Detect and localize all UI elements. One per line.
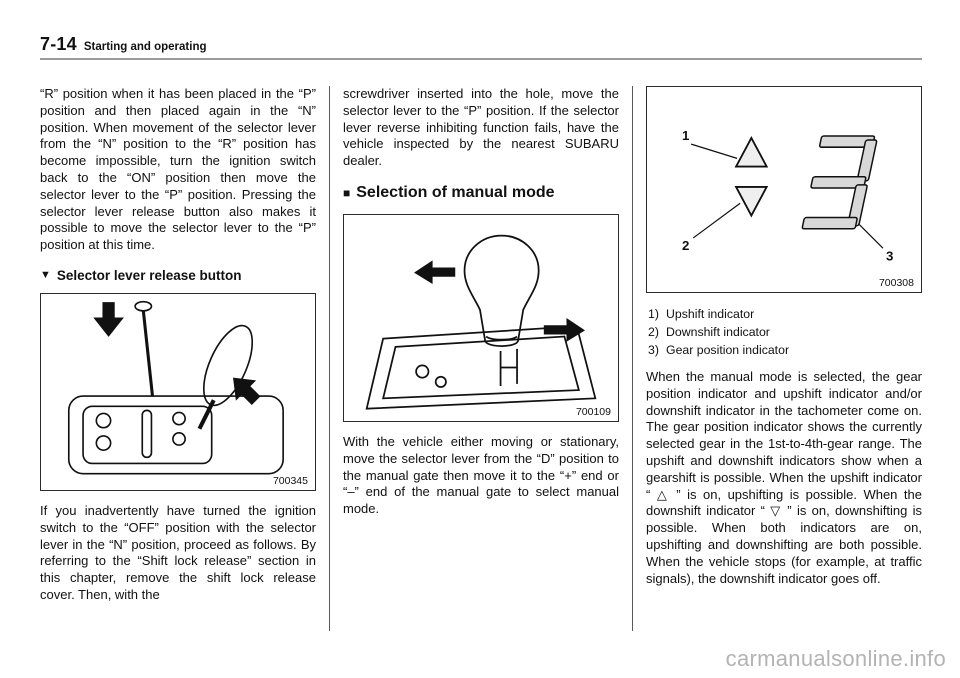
- legend-label: Upshift indicator: [666, 307, 755, 321]
- callout-2: 2: [682, 238, 689, 253]
- manual-mode-illustration: [365, 234, 597, 410]
- figure-selector-lever-release: 700345: [40, 292, 316, 491]
- paragraph-manual-mode-indicators: When the manual mode is selected, the ge…: [646, 369, 922, 586]
- subheading-label: Selector lever release button: [56, 267, 242, 283]
- legend-number: 1): [648, 307, 659, 321]
- downshift-triangle-icon: [734, 186, 769, 218]
- subheading-selection-manual-mode: ■ Selection of manual mode: [343, 184, 619, 202]
- paragraph-screwdriver: screwdriver inserted into the hole, move…: [343, 86, 619, 169]
- press-down-arrow-icon: [93, 302, 124, 337]
- paragraph-r-position: “R” position when it has been placed in …: [40, 86, 316, 253]
- callout-1: 1: [682, 128, 689, 143]
- square-marker-icon: ■: [343, 185, 351, 200]
- legend-item-gear-position: 3) Gear position indicator: [648, 341, 922, 359]
- column-2: screwdriver inserted into the hole, move…: [329, 86, 632, 631]
- figure-number: 700345: [268, 474, 308, 487]
- column-1: “R” position when it has been placed in …: [40, 86, 329, 631]
- shifter-console-drawing: [67, 300, 284, 475]
- figure-number: 700109: [571, 405, 611, 418]
- figure-legend: 1) Upshift indicator 2) Downshift indica…: [648, 305, 922, 359]
- triangle-marker-icon: ▼: [40, 268, 51, 281]
- shift-left-arrow-icon: [414, 260, 456, 284]
- selector-lever-release-illustration: [67, 300, 284, 475]
- figure-manual-mode: 700109: [343, 213, 619, 422]
- paragraph-shift-lock: If you inadvertently have turned the ign…: [40, 502, 316, 602]
- legend-item-downshift: 2) Downshift indicator: [648, 323, 922, 341]
- subheading-selector-lever-release: ▼ Selector lever release button: [40, 268, 316, 283]
- upshift-triangle-icon: [734, 136, 769, 168]
- indicator-display-illustration: 1 2 3: [682, 128, 893, 263]
- figure-indicators: 1 2 3 700308: [646, 86, 922, 293]
- watermark: carmanualsonline.info: [725, 646, 946, 671]
- figure-number: 700308: [874, 277, 914, 289]
- page-header: 7-14 Starting and operating: [40, 34, 922, 55]
- legend-number: 2): [648, 325, 659, 339]
- content-columns: “R” position when it has been placed in …: [40, 86, 922, 631]
- legend-number: 3): [648, 343, 659, 357]
- legend-label: Gear position indicator: [666, 343, 790, 357]
- gear-position-digit: [801, 135, 878, 230]
- header-rule: [40, 58, 922, 60]
- shift-knob-drawing: [365, 234, 597, 410]
- legend-item-upshift: 1) Upshift indicator: [648, 305, 922, 323]
- callout-3: 3: [886, 248, 893, 263]
- lever-move-arrow-icon: [233, 377, 261, 405]
- shift-right-arrow-icon: [543, 317, 586, 342]
- paragraph-manual-gate: With the vehicle either moving or statio…: [343, 433, 619, 517]
- legend-label: Downshift indicator: [666, 325, 770, 339]
- section-title: Starting and operating: [83, 41, 207, 53]
- page-number: 7-14: [40, 34, 77, 54]
- subheading-label: Selection of manual mode: [356, 183, 555, 201]
- column-3: 1 2 3 700308 1) Upshift indicator 2) Dow…: [632, 86, 922, 631]
- callout-lines: [691, 143, 884, 249]
